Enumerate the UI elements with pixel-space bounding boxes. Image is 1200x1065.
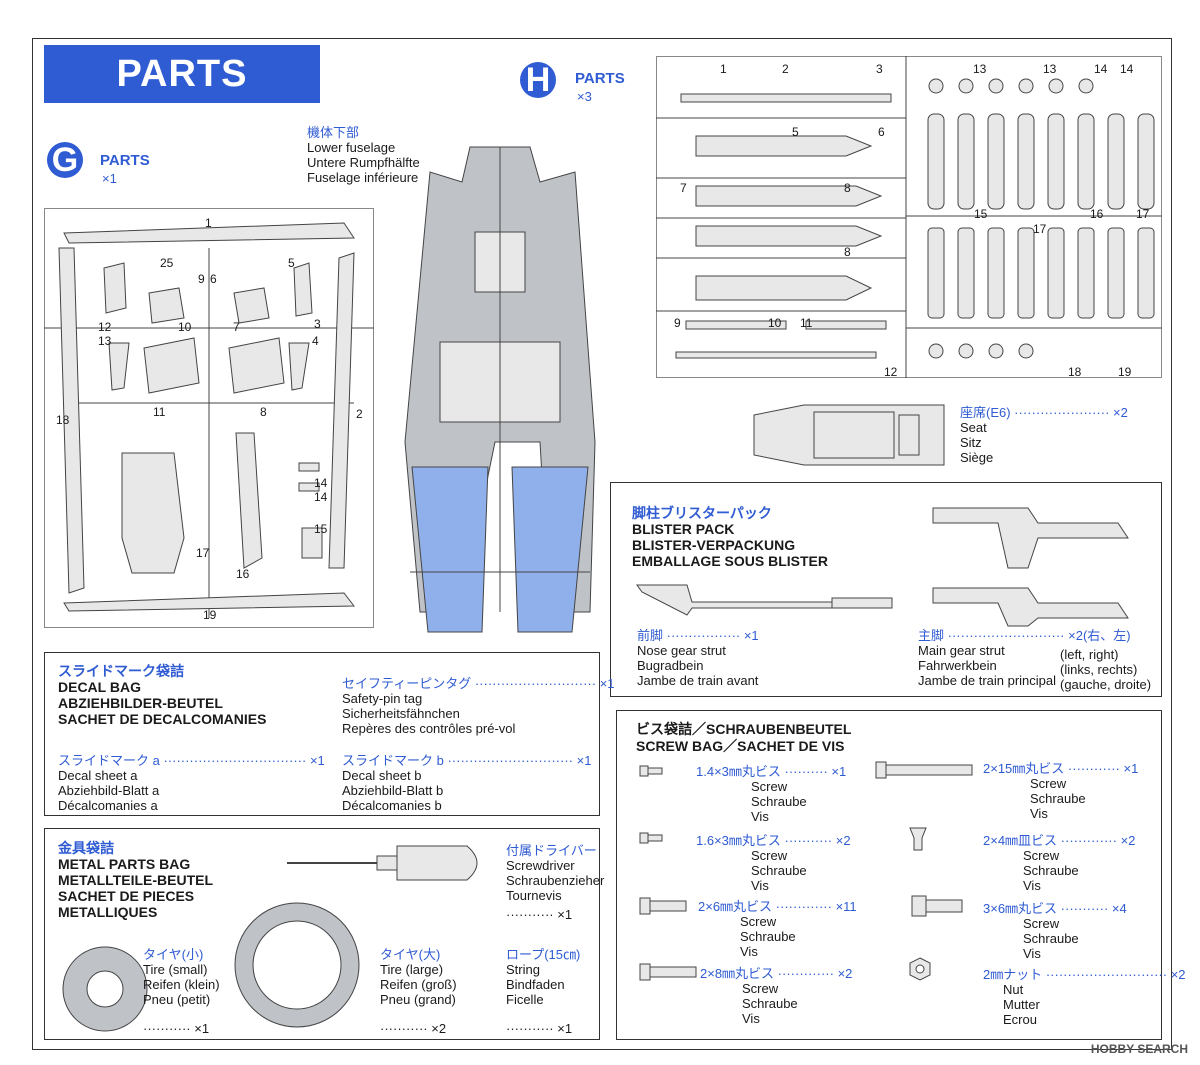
part-num: 1	[720, 62, 727, 76]
blister-pack-heading: 脚柱ブリスターパック BLISTER PACK BLISTER-VERPACKU…	[632, 505, 829, 569]
part-num: 9	[674, 316, 681, 330]
part-num: 19	[203, 608, 217, 622]
blister-pack-box	[610, 482, 1162, 697]
part-num: 7	[233, 320, 240, 334]
sprue-h-label: PARTS	[575, 70, 625, 87]
seat-drawing	[753, 404, 945, 466]
screw-6: 2×4㎜皿ビス ············· ×2 Screw Schraube …	[983, 833, 1136, 893]
tire-large-drawing	[234, 902, 360, 1028]
decal-sheet-b-label: スライドマーク b ····························· …	[342, 753, 592, 813]
main-gear-strut-drawing	[932, 507, 1129, 627]
screw-7: 3×6㎜丸ビス ··········· ×4 Screw Schraube Vi…	[983, 901, 1127, 961]
screwdriver-drawing	[287, 845, 478, 881]
screw-icons	[639, 761, 973, 981]
part-num: 15	[314, 522, 328, 536]
part-num: 5	[288, 256, 295, 270]
decal-bag-box	[44, 652, 600, 816]
metal-parts-heading: 金具袋詰 METAL PARTS BAG METALLTEILE-BEUTEL …	[58, 840, 214, 920]
part-num: 9	[198, 272, 205, 286]
part-num: 16	[236, 567, 250, 581]
sprue-g-drawing	[44, 222, 374, 618]
part-num: 13	[1043, 62, 1057, 76]
part-num: 4	[312, 334, 319, 348]
watermark: HOBBY SEARCH	[1090, 1042, 1188, 1056]
part-num: 17	[1136, 207, 1150, 221]
part-num: 10	[768, 316, 782, 330]
part-num: 13	[973, 62, 987, 76]
decal-sheet-a-label: スライドマーク a ······························…	[58, 753, 325, 813]
part-num: 14	[1094, 62, 1108, 76]
screw-3: 2×6㎜丸ビス ············· ×11 Screw Schraube…	[698, 899, 857, 959]
part-num: 25	[160, 256, 174, 270]
safety-pin-tag-label: セイフティーピンタグ ···························· …	[342, 676, 615, 736]
sprue-h-badge: H	[520, 62, 556, 98]
part-num: 10	[178, 320, 192, 334]
screw-bag-box	[616, 710, 1162, 1040]
screw-5: 2×15㎜丸ビス ············ ×1 Screw Schraube …	[983, 761, 1139, 821]
part-num: 14	[314, 476, 328, 490]
sprue-g-label: PARTS	[100, 152, 150, 169]
string-label: ロープ(15㎝) String Bindfaden Ficelle ······…	[506, 947, 581, 1036]
sprue-g-badge: G	[47, 142, 83, 178]
screw-1: 1.4×3㎜丸ビス ·········· ×1 Screw Schraube V…	[696, 764, 847, 824]
part-num: 12	[98, 320, 112, 334]
part-num: 14	[1120, 62, 1134, 76]
part-num: 2	[356, 407, 363, 421]
decal-bag-heading: スライドマーク袋詰 DECAL BAG ABZIEHBILDER-BEUTEL …	[58, 663, 267, 727]
part-num: 8	[844, 181, 851, 195]
tire-small-drawing	[62, 946, 148, 1032]
sprue-h-drawing	[656, 56, 1162, 378]
part-num: 18	[56, 413, 70, 427]
tire-small-label: タイヤ(小) Tire (small) Reifen (klein) Pneu …	[143, 947, 220, 1036]
screw-2: 1.6×3㎜丸ビス ··········· ×2 Screw Schraube …	[696, 833, 851, 893]
part-num: 1	[205, 216, 212, 230]
seat-label: 座席(E6) ······················ ×2 Seat Si…	[960, 405, 1128, 465]
nose-gear-strut-label: 前脚 ················· ×1 Nose gear strut …	[637, 628, 759, 688]
sprue-g-qty: ×1	[102, 171, 117, 186]
part-num: 13	[98, 334, 112, 348]
nose-gear-strut-drawing	[636, 584, 893, 616]
part-num: 19	[1118, 365, 1132, 379]
lower-fuselage-drawing	[404, 146, 596, 633]
screwdriver-label: 付属ドライバー Screwdriver Schraubenzieher Tour…	[506, 843, 605, 922]
sprue-h-qty: ×3	[577, 89, 592, 104]
part-num: 3	[314, 317, 321, 331]
part-num: 11	[153, 405, 166, 419]
metal-parts-box	[44, 828, 600, 1040]
page-title: PARTS	[116, 53, 248, 95]
part-num: 14	[314, 490, 328, 504]
part-num: 8	[260, 405, 267, 419]
part-num: 3	[876, 62, 883, 76]
part-num: 6	[878, 125, 885, 139]
parts-banner: PARTS	[44, 45, 320, 103]
part-num: 8	[844, 245, 851, 259]
part-num: 7	[680, 181, 687, 195]
screw-4: 2×8㎜丸ビス ············· ×2 Screw Schraube …	[700, 966, 853, 1026]
part-num: 15	[974, 207, 988, 221]
part-num: 12	[884, 365, 898, 379]
sprue-h-frame	[656, 56, 1162, 378]
part-num: 17	[1033, 222, 1047, 236]
part-num: 11	[800, 316, 813, 330]
screw-bag-subtitle: SCREW BAG／SACHET DE VIS	[636, 738, 845, 754]
screw-bag-title: ビス袋詰／SCHRAUBENBEUTEL	[636, 721, 852, 737]
page-frame	[32, 38, 1172, 1050]
part-num: 2	[782, 62, 789, 76]
part-num: 16	[1090, 207, 1104, 221]
lower-fuselage-label: 機体下部 Lower fuselage Untere Rumpfhälfte F…	[307, 125, 420, 185]
nut: 2㎜ナット ···························· ×2 Nu…	[983, 967, 1186, 1027]
part-num: 17	[196, 546, 210, 560]
tire-large-label: タイヤ(大) Tire (large) Reifen (groß) Pneu (…	[380, 947, 457, 1036]
part-num: 5	[792, 125, 799, 139]
part-num: 6	[210, 272, 217, 286]
sprue-g-frame	[44, 208, 374, 628]
main-gear-strut-label: 主脚 ··························· ×2(右、左) M…	[918, 628, 1131, 688]
main-gear-strut-side: (left, right) (links, rechts) (gauche, d…	[1060, 647, 1152, 692]
part-num: 18	[1068, 365, 1082, 379]
